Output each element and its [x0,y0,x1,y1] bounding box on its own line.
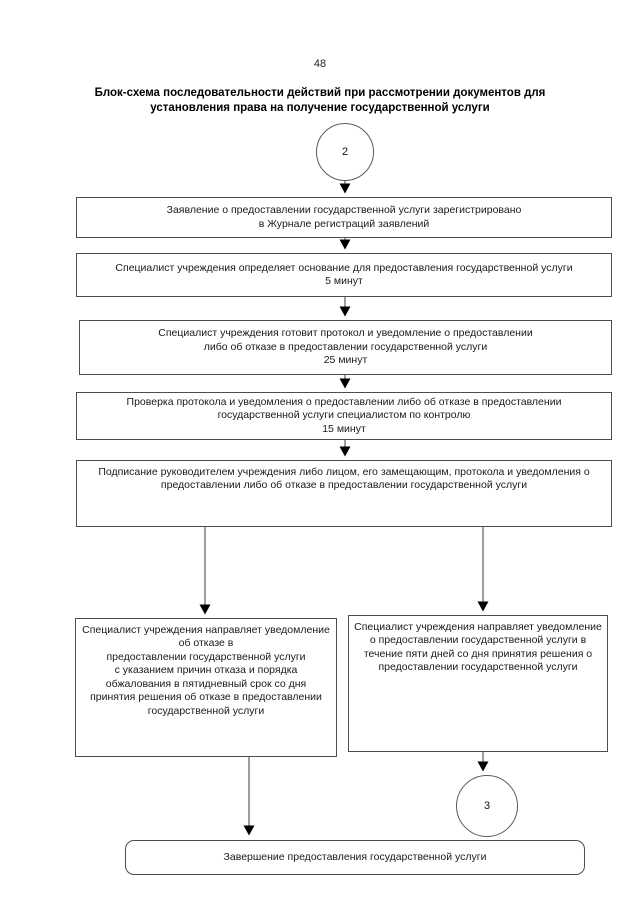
flow-box-registered: Заявление о предоставлении государственн… [76,197,612,238]
flow-box-determine-basis: Специалист учреждения определяет основан… [76,253,612,297]
flow-box-signing: Подписание руководителем учреждения либо… [76,460,612,527]
flow-box-completion: Завершение предоставления государственно… [125,840,585,875]
flow-connector-start: 2 [316,123,374,181]
flow-box-signing-text: Подписание руководителем учреждения либо… [98,466,590,492]
page-title: Блок-схема последовательности действий п… [94,87,546,114]
flow-box-completion-text: Завершение предоставления государственно… [223,850,487,863]
flow-box-determine-basis-text: Специалист учреждения определяет основан… [115,261,573,287]
page-number: 48 [313,58,327,70]
flow-connector-start-label: 2 [341,146,349,158]
flow-connector-end: 3 [456,775,518,837]
flow-box-prepare-protocol: Специалист учреждения готовит протокол и… [79,320,612,375]
flow-box-notify-refusal-text: Специалист учреждения направляет уведомл… [82,624,330,717]
flow-box-prepare-protocol-text: Специалист учреждения готовит протокол и… [158,327,533,367]
flow-box-notify-provision-text: Специалист учреждения направляет уведомл… [354,621,602,674]
flow-box-notify-refusal: Специалист учреждения направляет уведомл… [75,618,337,757]
flow-box-notify-provision: Специалист учреждения направляет уведомл… [348,615,608,752]
flow-box-registered-text: Заявление о предоставлении государственн… [166,204,522,230]
flow-connector-end-label: 3 [483,800,491,812]
flow-box-check-protocol: Проверка протокола и уведомления о предо… [76,392,612,440]
flow-box-check-protocol-text: Проверка протокола и уведомления о предо… [126,395,562,435]
